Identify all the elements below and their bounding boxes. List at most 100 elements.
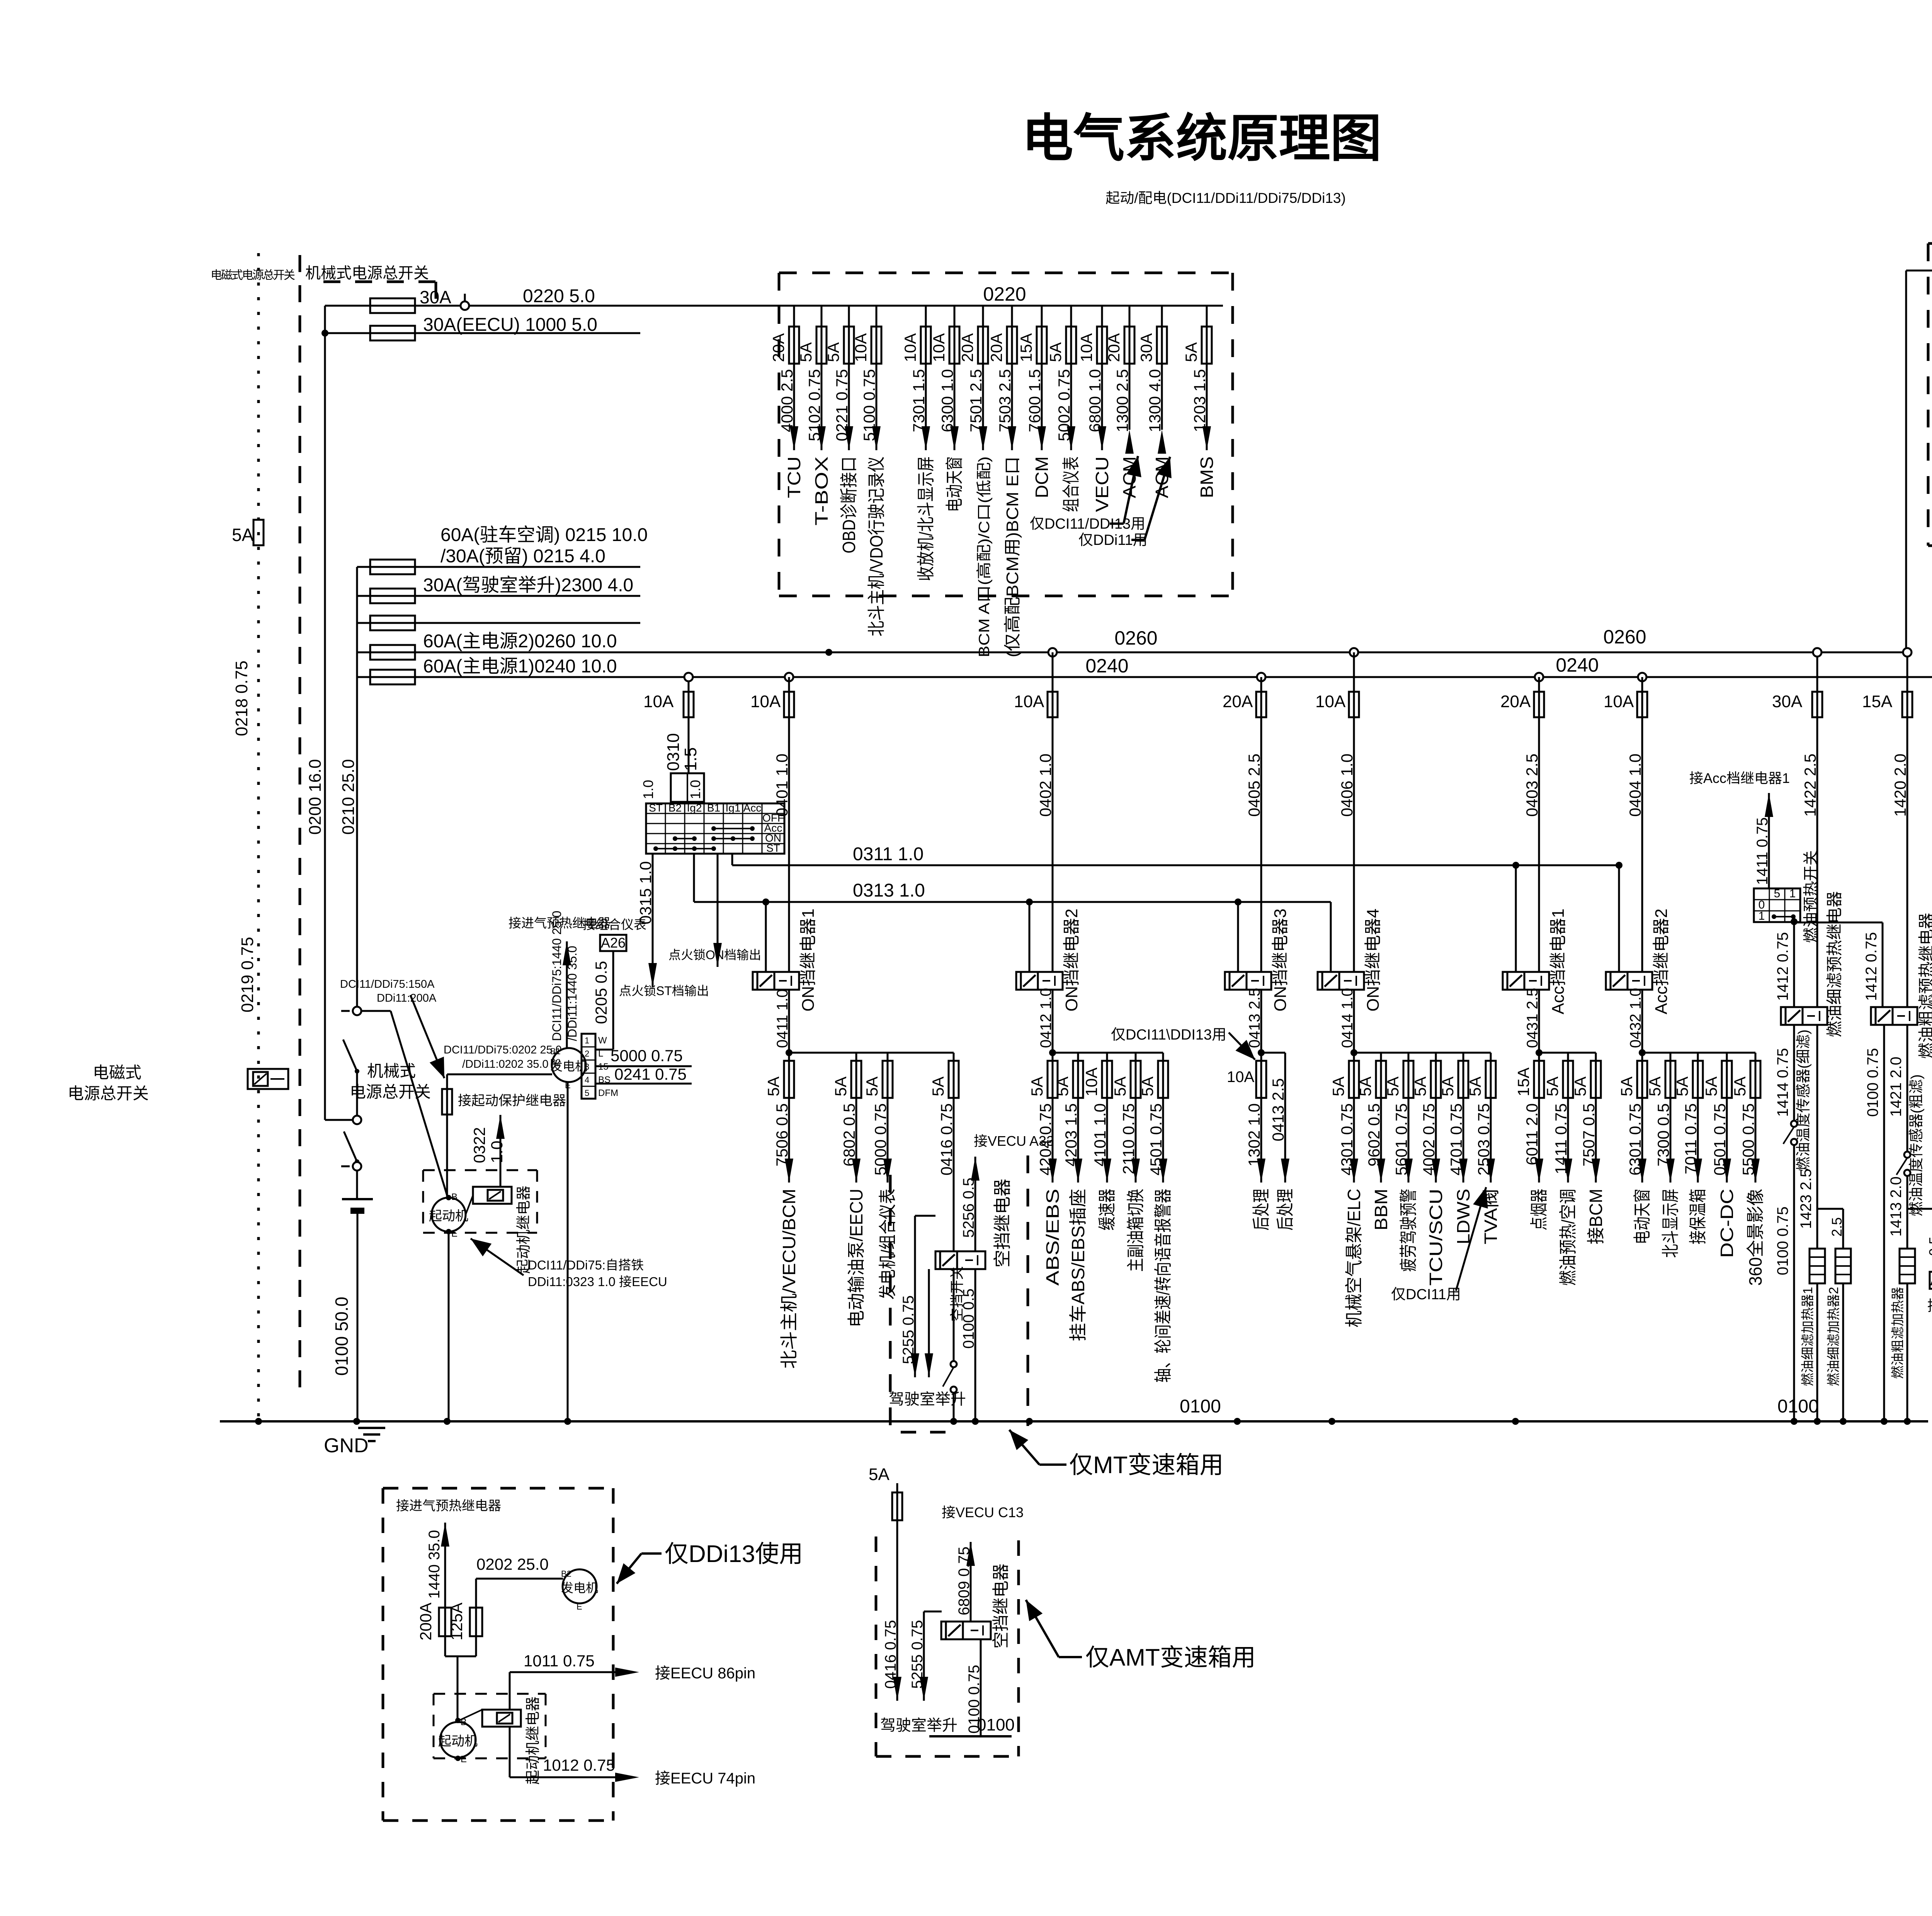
svg-text:接组合仪表: 接组合仪表 [1927, 1298, 1932, 1314]
svg-text:/DDi11:0202 35.0: /DDi11:0202 35.0 [462, 1058, 549, 1070]
svg-text:后处理: 后处理 [1275, 1189, 1295, 1230]
svg-text:Ig2: Ig2 [687, 802, 702, 814]
svg-text:TCU: TCU [784, 456, 804, 498]
svg-text:1.0: 1.0 [488, 1141, 506, 1163]
svg-text:20A: 20A [987, 333, 1005, 362]
svg-text:5A: 5A [1702, 1077, 1720, 1096]
svg-text:接保温箱: 接保温箱 [1688, 1189, 1708, 1244]
svg-text:20A: 20A [958, 333, 976, 362]
svg-text:7503 2.5: 7503 2.5 [996, 369, 1014, 432]
svg-text:1203 1.5: 1203 1.5 [1190, 369, 1209, 432]
svg-text:ON挡继电器3: ON挡继电器3 [1271, 909, 1290, 1011]
svg-text:组合仪表: 组合仪表 [1061, 456, 1081, 512]
svg-text:0501 0.75: 0501 0.75 [1711, 1103, 1729, 1176]
svg-text:20A: 20A [1223, 692, 1253, 711]
svg-text:0404 1.0: 0404 1.0 [1626, 754, 1644, 817]
svg-text:20A: 20A [769, 333, 787, 362]
svg-text:6802 0.5: 6802 0.5 [840, 1103, 858, 1167]
svg-text:1420 2.0: 1420 2.0 [1891, 754, 1909, 817]
svg-text:空挡继电器: 空挡继电器 [992, 1179, 1012, 1268]
svg-text:5A: 5A [1411, 1077, 1429, 1096]
svg-text:0202 25.0: 0202 25.0 [476, 1555, 549, 1573]
svg-text:1412 0.75: 1412 0.75 [1774, 932, 1791, 1001]
svg-text:6301 0.75: 6301 0.75 [1626, 1103, 1644, 1176]
svg-text:9602 0.5: 9602 0.5 [1365, 1103, 1383, 1167]
svg-text:0432 1.0: 0432 1.0 [1627, 988, 1644, 1048]
svg-text:5A: 5A [1439, 1077, 1457, 1096]
svg-text:5256 0.5: 5256 0.5 [960, 1178, 977, 1238]
svg-text:DDi11:0323 1.0 接EECU: DDi11:0323 1.0 接EECU [528, 1274, 667, 1289]
svg-text:0431 2.5: 0431 2.5 [1524, 988, 1541, 1048]
svg-text:1.0: 1.0 [687, 780, 703, 799]
svg-text:0100 0.75: 0100 0.75 [966, 1665, 983, 1734]
svg-text:0402 1.0: 0402 1.0 [1036, 754, 1054, 817]
svg-text:10A: 10A [1014, 692, 1044, 711]
svg-text:7300 0.5: 7300 0.5 [1654, 1103, 1672, 1167]
svg-text:0.5: 0.5 [1926, 1237, 1932, 1256]
svg-text:接进气预热继电器: 接进气预热继电器 [509, 916, 611, 930]
svg-text:1423 2.5: 1423 2.5 [1798, 1169, 1815, 1229]
svg-text:5255 0.75: 5255 0.75 [900, 1295, 917, 1364]
svg-text:1: 1 [1759, 910, 1765, 922]
svg-text:接EECU 74pin: 接EECU 74pin [655, 1770, 755, 1787]
svg-text:4501 0.75: 4501 0.75 [1147, 1103, 1165, 1176]
svg-text:0200 16.0: 0200 16.0 [306, 759, 325, 835]
svg-text:5A: 5A [1356, 1077, 1374, 1096]
svg-text:7600 1.5: 7600 1.5 [1026, 369, 1044, 432]
svg-text:1411 0.75: 1411 0.75 [1552, 1103, 1570, 1174]
svg-text:0100 0.75: 0100 0.75 [1774, 1206, 1791, 1275]
svg-text:5A: 5A [1571, 1077, 1589, 1096]
svg-text:7011 0.75: 7011 0.75 [1682, 1103, 1700, 1174]
svg-text:仅DCI11\DDI13用: 仅DCI11\DDI13用 [1111, 1027, 1226, 1043]
svg-text:5100 0.75: 5100 0.75 [860, 369, 878, 441]
svg-text:0100 0.5: 0100 0.5 [960, 1288, 977, 1349]
svg-text:ST: ST [649, 802, 663, 814]
svg-text:5A: 5A [232, 525, 254, 545]
svg-text:燃油预热/空调: 燃油预热/空调 [1558, 1189, 1578, 1286]
svg-text:起动机继电器: 起动机继电器 [525, 1696, 541, 1785]
svg-text:DFM: DFM [598, 1088, 618, 1098]
svg-text:4301 0.75: 4301 0.75 [1338, 1103, 1356, 1176]
svg-text:仅MT变速箱用: 仅MT变速箱用 [1069, 1452, 1224, 1479]
svg-text:0322: 0322 [470, 1127, 488, 1163]
svg-text:北斗显示屏: 北斗显示屏 [1660, 1189, 1680, 1258]
svg-text:5A: 5A [832, 1077, 850, 1096]
svg-text:Acc挡继电器1: Acc挡继电器1 [1549, 909, 1568, 1014]
svg-text:5500 0.75: 5500 0.75 [1739, 1103, 1757, 1176]
svg-text:电源总开关: 电源总开关 [68, 1084, 149, 1103]
svg-text:1011 0.75: 1011 0.75 [524, 1652, 595, 1670]
svg-text:4000 2.5: 4000 2.5 [778, 369, 796, 432]
svg-text:2: 2 [585, 1049, 589, 1058]
svg-text:0414 1.0: 0414 1.0 [1339, 988, 1356, 1048]
svg-text:0100: 0100 [977, 1715, 1015, 1734]
svg-text:E: E [577, 1602, 582, 1611]
svg-text:DCM: DCM [1032, 456, 1052, 498]
svg-text:电动天窗: 电动天窗 [944, 456, 964, 512]
svg-text:0221 0.75: 0221 0.75 [833, 369, 851, 441]
svg-text:仅AMT变速箱用: 仅AMT变速箱用 [1085, 1644, 1256, 1671]
svg-text:接EECU 86pin: 接EECU 86pin [655, 1665, 755, 1682]
svg-text:10A: 10A [930, 333, 948, 362]
svg-text:4: 4 [585, 1075, 589, 1085]
svg-text:0411 1.0: 0411 1.0 [774, 989, 791, 1048]
svg-text:6011 2.0: 6011 2.0 [1523, 1103, 1541, 1165]
svg-text:7507 0.5: 7507 0.5 [1580, 1103, 1598, 1167]
svg-text:B2: B2 [668, 802, 682, 814]
svg-text:1413 2.0: 1413 2.0 [1888, 1176, 1905, 1237]
svg-text:点火锁ON档输出: 点火锁ON档输出 [668, 948, 761, 962]
svg-text:7301 1.5: 7301 1.5 [910, 369, 928, 432]
svg-text:60A(主电源1)0240 10.0: 60A(主电源1)0240 10.0 [423, 656, 617, 677]
svg-text:1440 35.0: 1440 35.0 [426, 1530, 443, 1599]
svg-text:0406 1.0: 0406 1.0 [1338, 754, 1356, 817]
svg-text:5A: 5A [1731, 1077, 1749, 1096]
svg-text:1411 0.75: 1411 0.75 [1754, 817, 1771, 885]
svg-text:机械式电源总开关: 机械式电源总开关 [305, 265, 429, 282]
svg-text:收放机/北斗显示屏: 收放机/北斗显示屏 [916, 456, 936, 581]
svg-text:10A: 10A [1082, 1067, 1100, 1096]
svg-text:接Acc档继电器1: 接Acc档继电器1 [1689, 770, 1790, 786]
svg-text:5002 0.75: 5002 0.75 [1055, 369, 1073, 441]
svg-text:ON挡继电器4: ON挡继电器4 [1364, 909, 1383, 1011]
svg-text:5A: 5A [797, 342, 815, 362]
svg-text:5A: 5A [1046, 342, 1065, 362]
svg-text:ST: ST [766, 842, 780, 854]
